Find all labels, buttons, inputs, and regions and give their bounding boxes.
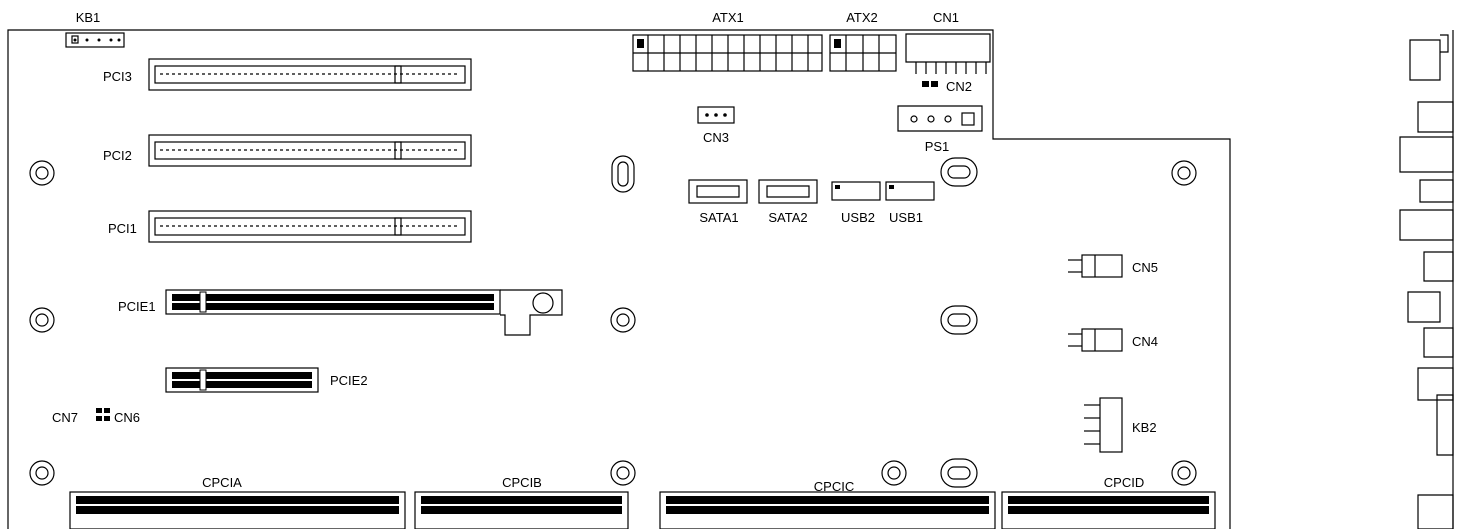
sata2-label: SATA2	[768, 210, 807, 225]
cn3-connector	[697, 106, 735, 124]
mounting-hole	[29, 307, 55, 333]
cpcib-label: CPCIB	[502, 475, 542, 490]
mounting-hole	[940, 157, 978, 187]
pci3-slot	[148, 58, 472, 91]
usb2-header	[831, 181, 881, 201]
cn1-label: CN1	[933, 10, 959, 25]
cn1-connector	[905, 33, 991, 74]
kb2-connector	[1084, 397, 1123, 453]
mounting-hole	[1171, 160, 1197, 186]
cn6-label: CN6	[114, 410, 140, 425]
usb1-label: USB1	[889, 210, 923, 225]
cn2-label: CN2	[946, 79, 972, 94]
cpcia-connector	[69, 491, 406, 529]
mounting-hole	[29, 160, 55, 186]
mounting-hole	[610, 460, 636, 486]
cpcic-label: CPCIC	[814, 479, 854, 494]
usb1-header	[885, 181, 935, 201]
usb2-label: USB2	[841, 210, 875, 225]
cpcib-connector	[414, 491, 629, 529]
kb1-connector	[65, 32, 125, 48]
ps1-connector	[897, 105, 983, 132]
atx2-label: ATX2	[846, 10, 878, 25]
pci2-label: PCI2	[103, 148, 132, 163]
cn3-label: CN3	[703, 130, 729, 145]
mounting-hole	[29, 460, 55, 486]
cn6-cn7-jumper	[96, 408, 110, 421]
mounting-hole	[610, 307, 636, 333]
pcie2-slot	[165, 367, 319, 393]
mounting-hole	[881, 460, 907, 486]
sata1-connector	[688, 179, 748, 204]
mounting-hole	[940, 458, 978, 488]
kb2-label: KB2	[1132, 420, 1157, 435]
mounting-hole	[1171, 460, 1197, 486]
atx1-connector	[632, 34, 823, 72]
pcie1-label: PCIE1	[118, 299, 156, 314]
cn4-connector	[1068, 328, 1123, 352]
mounting-hole	[940, 305, 978, 335]
sata2-connector	[758, 179, 818, 204]
side-view	[1399, 30, 1454, 529]
atx2-connector	[829, 34, 897, 72]
pci2-slot	[148, 134, 472, 167]
mounting-hole	[611, 155, 635, 193]
cpcic-connector	[659, 491, 996, 529]
cn5-label: CN5	[1132, 260, 1158, 275]
kb1-label: KB1	[76, 10, 101, 25]
cn4-label: CN4	[1132, 334, 1158, 349]
cn5-connector	[1068, 254, 1123, 278]
pci3-label: PCI3	[103, 69, 132, 84]
cpcia-label: CPCIA	[202, 475, 242, 490]
board-outline	[7, 29, 1231, 529]
pcie2-label: PCIE2	[330, 373, 368, 388]
cn2-jumper	[922, 81, 938, 87]
ps1-label: PS1	[925, 139, 950, 154]
pcie1-slot	[165, 289, 563, 336]
atx1-label: ATX1	[712, 10, 744, 25]
sata1-label: SATA1	[699, 210, 738, 225]
cpcid-label: CPCID	[1104, 475, 1144, 490]
cn7-label: CN7	[52, 410, 78, 425]
cpcid-connector	[1001, 491, 1216, 529]
pci1-label: PCI1	[108, 221, 137, 236]
pci1-slot	[148, 210, 472, 243]
